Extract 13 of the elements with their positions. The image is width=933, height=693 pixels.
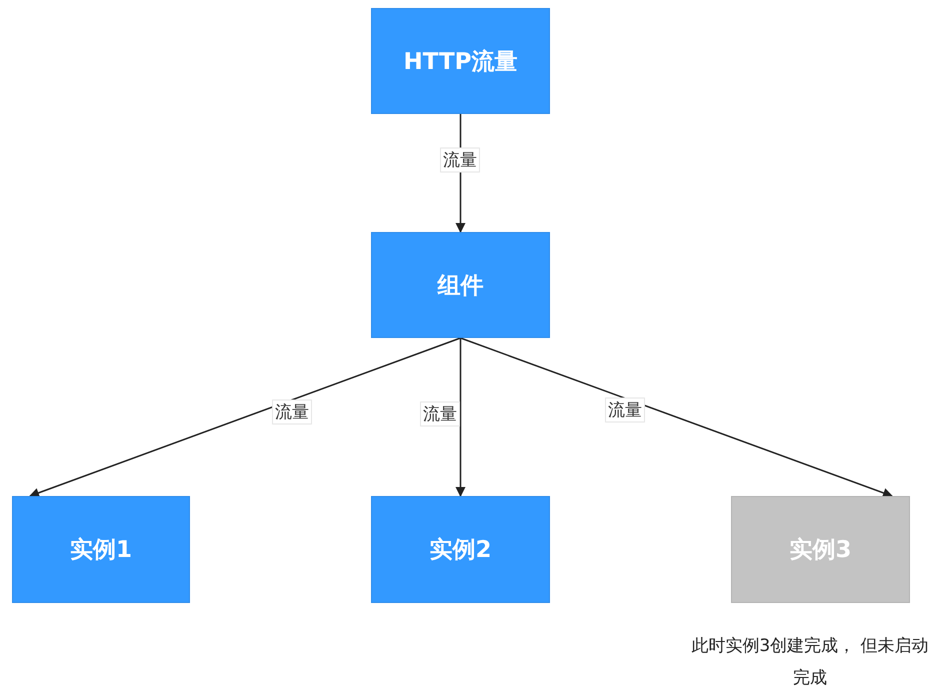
process-box: 组件 bbox=[371, 232, 550, 338]
arrow bbox=[456, 338, 466, 497]
edge-label: 流量 bbox=[605, 398, 645, 422]
arrow bbox=[460, 337, 893, 498]
note-text: 此时实例3创建完成， 但未启动完成 bbox=[690, 635, 930, 690]
process-box: 实例1 bbox=[12, 496, 190, 603]
edge-label: 流量 bbox=[272, 400, 312, 424]
process-box: 实例3 bbox=[731, 496, 910, 603]
arrow bbox=[29, 337, 461, 498]
process-box: HTTP流量 bbox=[371, 8, 550, 114]
edge-label: 流量 bbox=[440, 148, 480, 172]
process-box: 实例2 bbox=[371, 496, 550, 603]
edge-label: 流量 bbox=[420, 402, 460, 426]
